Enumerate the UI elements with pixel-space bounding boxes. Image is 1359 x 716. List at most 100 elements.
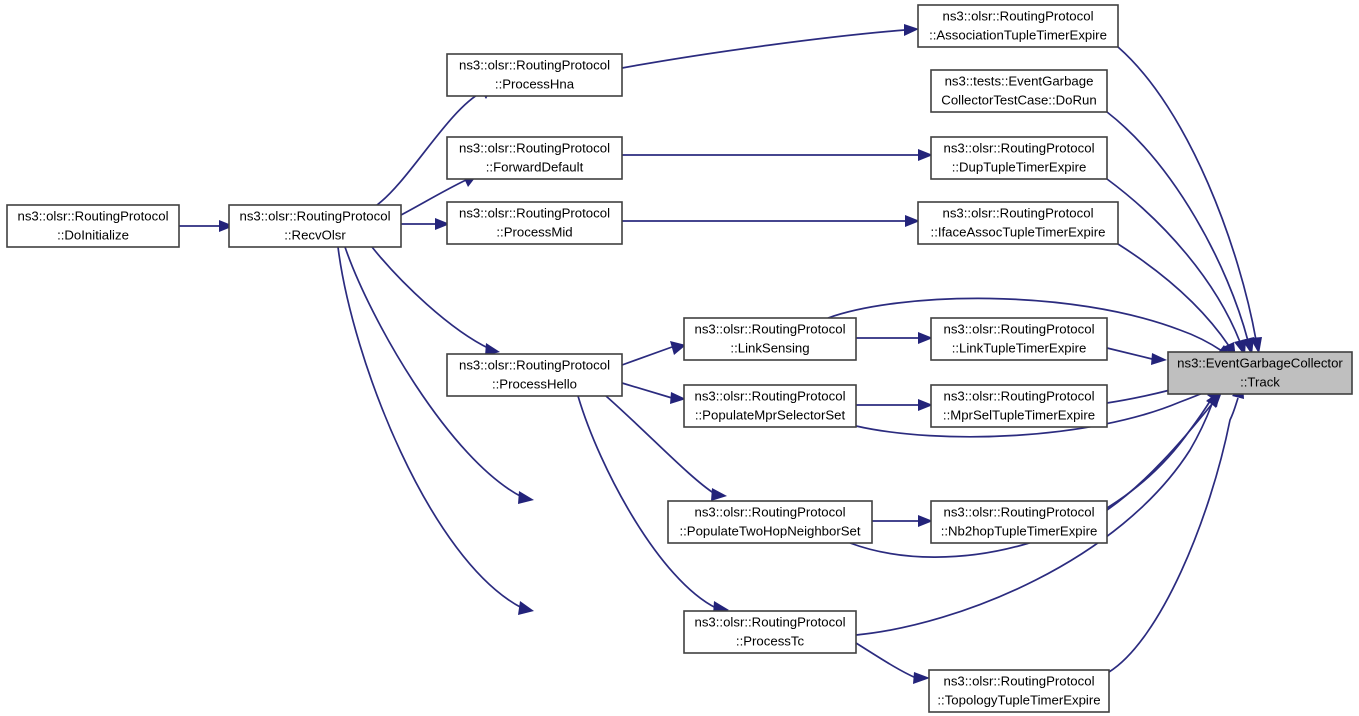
node-label-line2: ::LinkSensing bbox=[730, 340, 809, 355]
edge-line bbox=[621, 346, 673, 366]
node-label-line2: ::ProcessHello bbox=[492, 376, 577, 391]
node-rect[interactable] bbox=[683, 384, 857, 428]
node-rect[interactable] bbox=[930, 136, 1108, 180]
arrowhead-icon bbox=[918, 515, 933, 527]
edge-line bbox=[849, 397, 1213, 558]
node-rect[interactable] bbox=[930, 384, 1108, 428]
nodes-layer: ns3::olsr::RoutingProtocol::DoInitialize… bbox=[6, 4, 1353, 713]
node-label-line1: ns3::olsr::RoutingProtocol bbox=[944, 673, 1095, 688]
node-rect[interactable] bbox=[446, 53, 623, 97]
edge-line bbox=[621, 29, 906, 69]
node-rect[interactable] bbox=[1167, 351, 1353, 395]
node-rect[interactable] bbox=[917, 4, 1119, 48]
edge-processhello-to-linksensing bbox=[621, 341, 686, 366]
node-associationtupletimerexpire[interactable]: ns3::olsr::RoutingProtocol::AssociationT… bbox=[917, 4, 1119, 48]
node-rect[interactable] bbox=[446, 136, 623, 180]
node-rect[interactable] bbox=[683, 610, 857, 654]
node-processmid[interactable]: ns3::olsr::RoutingProtocol::ProcessMid bbox=[446, 201, 623, 245]
node-label-line1: ns3::olsr::RoutingProtocol bbox=[944, 321, 1095, 336]
arrowhead-icon bbox=[485, 343, 500, 356]
node-track[interactable]: ns3::EventGarbageCollector::Track bbox=[1167, 351, 1353, 395]
node-populatemprselectorset[interactable]: ns3::olsr::RoutingProtocol::PopulateMprS… bbox=[683, 384, 857, 428]
arrowhead-icon bbox=[219, 220, 234, 232]
node-processtc[interactable]: ns3::olsr::RoutingProtocol::ProcessTc bbox=[683, 610, 857, 654]
edge-line bbox=[621, 382, 673, 399]
edges-layer bbox=[179, 24, 1262, 684]
edge-line bbox=[1117, 46, 1257, 341]
node-rect[interactable] bbox=[228, 204, 402, 248]
node-recvolsr[interactable]: ns3::olsr::RoutingProtocol::RecvOlsr bbox=[228, 204, 402, 248]
node-label-line2: ::RecvOlsr bbox=[284, 227, 346, 242]
node-nb2hoptupletimerexpire[interactable]: ns3::olsr::RoutingProtocol::Nb2hopTupleT… bbox=[930, 500, 1108, 544]
node-label-line2: ::ProcessMid bbox=[496, 224, 572, 239]
node-doinitialize[interactable]: ns3::olsr::RoutingProtocol::DoInitialize bbox=[6, 204, 180, 248]
arrowhead-icon bbox=[1151, 353, 1167, 365]
node-label-line1: ns3::olsr::RoutingProtocol bbox=[944, 504, 1095, 519]
arrowhead-icon bbox=[670, 392, 686, 404]
edge-line bbox=[1117, 243, 1230, 347]
node-processhna[interactable]: ns3::olsr::RoutingProtocol::ProcessHna bbox=[446, 53, 623, 97]
edge-doinitialize-to-recvolsr bbox=[179, 220, 234, 232]
edge-line bbox=[1108, 397, 1239, 673]
node-ifaceassoctupletimerexpire[interactable]: ns3::olsr::RoutingProtocol::IfaceAssocTu… bbox=[917, 201, 1119, 245]
node-label-line2: ::MprSelTupleTimerExpire bbox=[943, 407, 1095, 422]
node-rect[interactable] bbox=[928, 669, 1110, 713]
edge-recvolsr-to-processhello bbox=[371, 246, 500, 356]
node-processhello[interactable]: ns3::olsr::RoutingProtocol::ProcessHello bbox=[446, 353, 623, 397]
node-rect[interactable] bbox=[446, 353, 623, 397]
arrowhead-icon bbox=[913, 672, 930, 684]
edge-recvolsr-to-processmid bbox=[401, 218, 450, 230]
edge-eventgarbagecollectortestcase-to-track bbox=[1106, 111, 1254, 355]
node-label-line1: ns3::olsr::RoutingProtocol bbox=[459, 57, 610, 72]
node-rect[interactable] bbox=[667, 500, 873, 544]
node-rect[interactable] bbox=[917, 201, 1119, 245]
node-label-line1: ns3::olsr::RoutingProtocol bbox=[944, 140, 1095, 155]
node-linktupletimerexpire[interactable]: ns3::olsr::RoutingProtocol::LinkTupleTim… bbox=[930, 317, 1108, 361]
node-label-line1: ns3::olsr::RoutingProtocol bbox=[943, 8, 1094, 23]
node-label-line1: ns3::olsr::RoutingProtocol bbox=[695, 614, 846, 629]
edge-processhello-to-populatemprselectorset bbox=[621, 382, 686, 404]
node-rect[interactable] bbox=[930, 69, 1108, 113]
arrowhead-icon bbox=[1206, 391, 1220, 407]
node-label-line1: ns3::olsr::RoutingProtocol bbox=[695, 504, 846, 519]
node-label-line1: ns3::olsr::RoutingProtocol bbox=[944, 388, 1095, 403]
node-label-line2: ::AssociationTupleTimerExpire bbox=[929, 27, 1107, 42]
node-rect[interactable] bbox=[930, 317, 1108, 361]
node-label-line1: ns3::tests::EventGarbage bbox=[945, 73, 1094, 88]
node-populatetwohopneighborset[interactable]: ns3::olsr::RoutingProtocol::PopulateTwoH… bbox=[667, 500, 873, 544]
node-rect[interactable] bbox=[6, 204, 180, 248]
node-linksensing[interactable]: ns3::olsr::RoutingProtocol::LinkSensing bbox=[683, 317, 857, 361]
node-label-line1: ns3::olsr::RoutingProtocol bbox=[459, 357, 610, 372]
arrowhead-icon bbox=[905, 215, 920, 227]
node-topologytupletimerexpire[interactable]: ns3::olsr::RoutingProtocol::TopologyTupl… bbox=[928, 669, 1110, 713]
node-label-line1: ns3::olsr::RoutingProtocol bbox=[695, 388, 846, 403]
edge-line bbox=[371, 246, 491, 350]
node-rect[interactable] bbox=[683, 317, 857, 361]
node-mprseltupletimerexpire[interactable]: ns3::olsr::RoutingProtocol::MprSelTupleT… bbox=[930, 384, 1108, 428]
node-rect[interactable] bbox=[446, 201, 623, 245]
edge-recvolsr-to-processtc bbox=[337, 246, 534, 615]
node-label-line2: ::IfaceAssocTupleTimerExpire bbox=[931, 224, 1106, 239]
edge-line bbox=[337, 246, 523, 609]
node-rect[interactable] bbox=[930, 500, 1108, 544]
edge-populatemprselectorset-to-mprseltupletimerexpire bbox=[856, 399, 933, 411]
node-forwarddefault[interactable]: ns3::olsr::RoutingProtocol::ForwardDefau… bbox=[446, 136, 623, 180]
node-label-line1: ns3::EventGarbageCollector bbox=[1177, 355, 1343, 370]
edge-line bbox=[400, 179, 467, 216]
edge-line bbox=[605, 395, 716, 495]
arrowhead-icon bbox=[904, 24, 919, 36]
node-label-line1: ns3::olsr::RoutingProtocol bbox=[695, 321, 846, 336]
edge-line bbox=[855, 642, 917, 679]
node-label-line1: ns3::olsr::RoutingProtocol bbox=[240, 208, 391, 223]
node-eventgarbagecollectortestcase[interactable]: ns3::tests::EventGarbageCollectorTestCas… bbox=[930, 69, 1108, 113]
node-label-line2: ::Nb2hopTupleTimerExpire bbox=[941, 523, 1098, 538]
edge-line bbox=[1106, 178, 1241, 343]
arrowhead-icon bbox=[918, 332, 933, 344]
edge-line bbox=[1106, 347, 1153, 360]
node-duptupletimerexpire[interactable]: ns3::olsr::RoutingProtocol::DupTupleTime… bbox=[930, 136, 1108, 180]
arrowhead-icon bbox=[670, 341, 686, 355]
arrowhead-icon bbox=[435, 218, 450, 230]
edge-populatetwohopneighborset-to-nb2hoptupletimerexpire bbox=[872, 515, 933, 527]
node-label-line2: ::ProcessTc bbox=[736, 633, 805, 648]
